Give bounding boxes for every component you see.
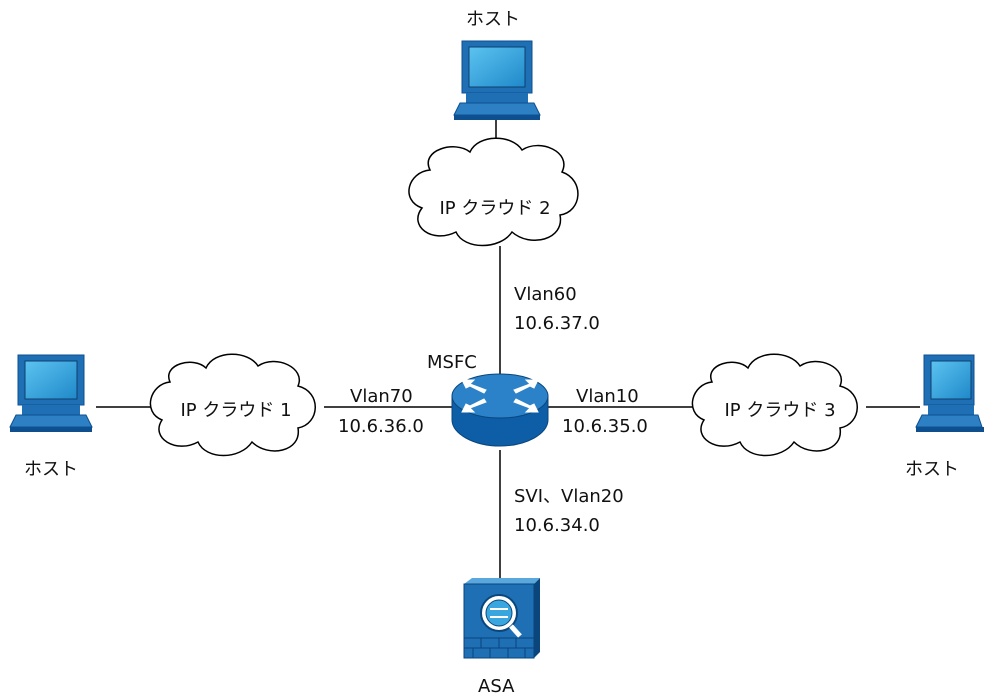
host-computer-icon-left bbox=[9, 354, 93, 432]
cloud-2-label: IP クラウド 2 bbox=[439, 198, 550, 219]
cloud-3-label: IP クラウド 3 bbox=[724, 400, 835, 421]
host-computer-icon-right bbox=[915, 354, 984, 432]
vlan20-name: SVI、Vlan20 bbox=[514, 486, 624, 507]
router-icon bbox=[451, 373, 549, 447]
vlan70-name: Vlan70 bbox=[350, 386, 413, 407]
ip-cloud-2: IP クラウド 2 bbox=[408, 137, 579, 247]
connection-lines bbox=[96, 116, 920, 578]
ip-cloud-1: IP クラウド 1 bbox=[149, 353, 316, 457]
host-label-right: ホスト bbox=[905, 459, 959, 480]
host-label-left: ホスト bbox=[24, 459, 78, 480]
asa-firewall-icon bbox=[463, 578, 540, 659]
host-label-top: ホスト bbox=[466, 9, 520, 30]
ip-cloud-3: IP クラウド 3 bbox=[691, 353, 858, 457]
vlan10-subnet: 10.6.35.0 bbox=[562, 416, 648, 437]
asa-label: ASA bbox=[478, 676, 515, 697]
vlan60-subnet: 10.6.37.0 bbox=[514, 313, 600, 334]
cloud-icon bbox=[408, 137, 579, 247]
host-computer-icon-top bbox=[453, 40, 541, 120]
cloud-icon bbox=[691, 353, 858, 457]
cloud-1-label: IP クラウド 1 bbox=[180, 400, 291, 421]
vlan70-subnet: 10.6.36.0 bbox=[338, 416, 424, 437]
router-label: MSFC bbox=[427, 352, 477, 373]
vlan10-name: Vlan10 bbox=[576, 386, 639, 407]
vlan20-subnet: 10.6.34.0 bbox=[514, 515, 600, 536]
cloud-icon bbox=[149, 353, 316, 457]
vlan60-name: Vlan60 bbox=[514, 284, 577, 305]
